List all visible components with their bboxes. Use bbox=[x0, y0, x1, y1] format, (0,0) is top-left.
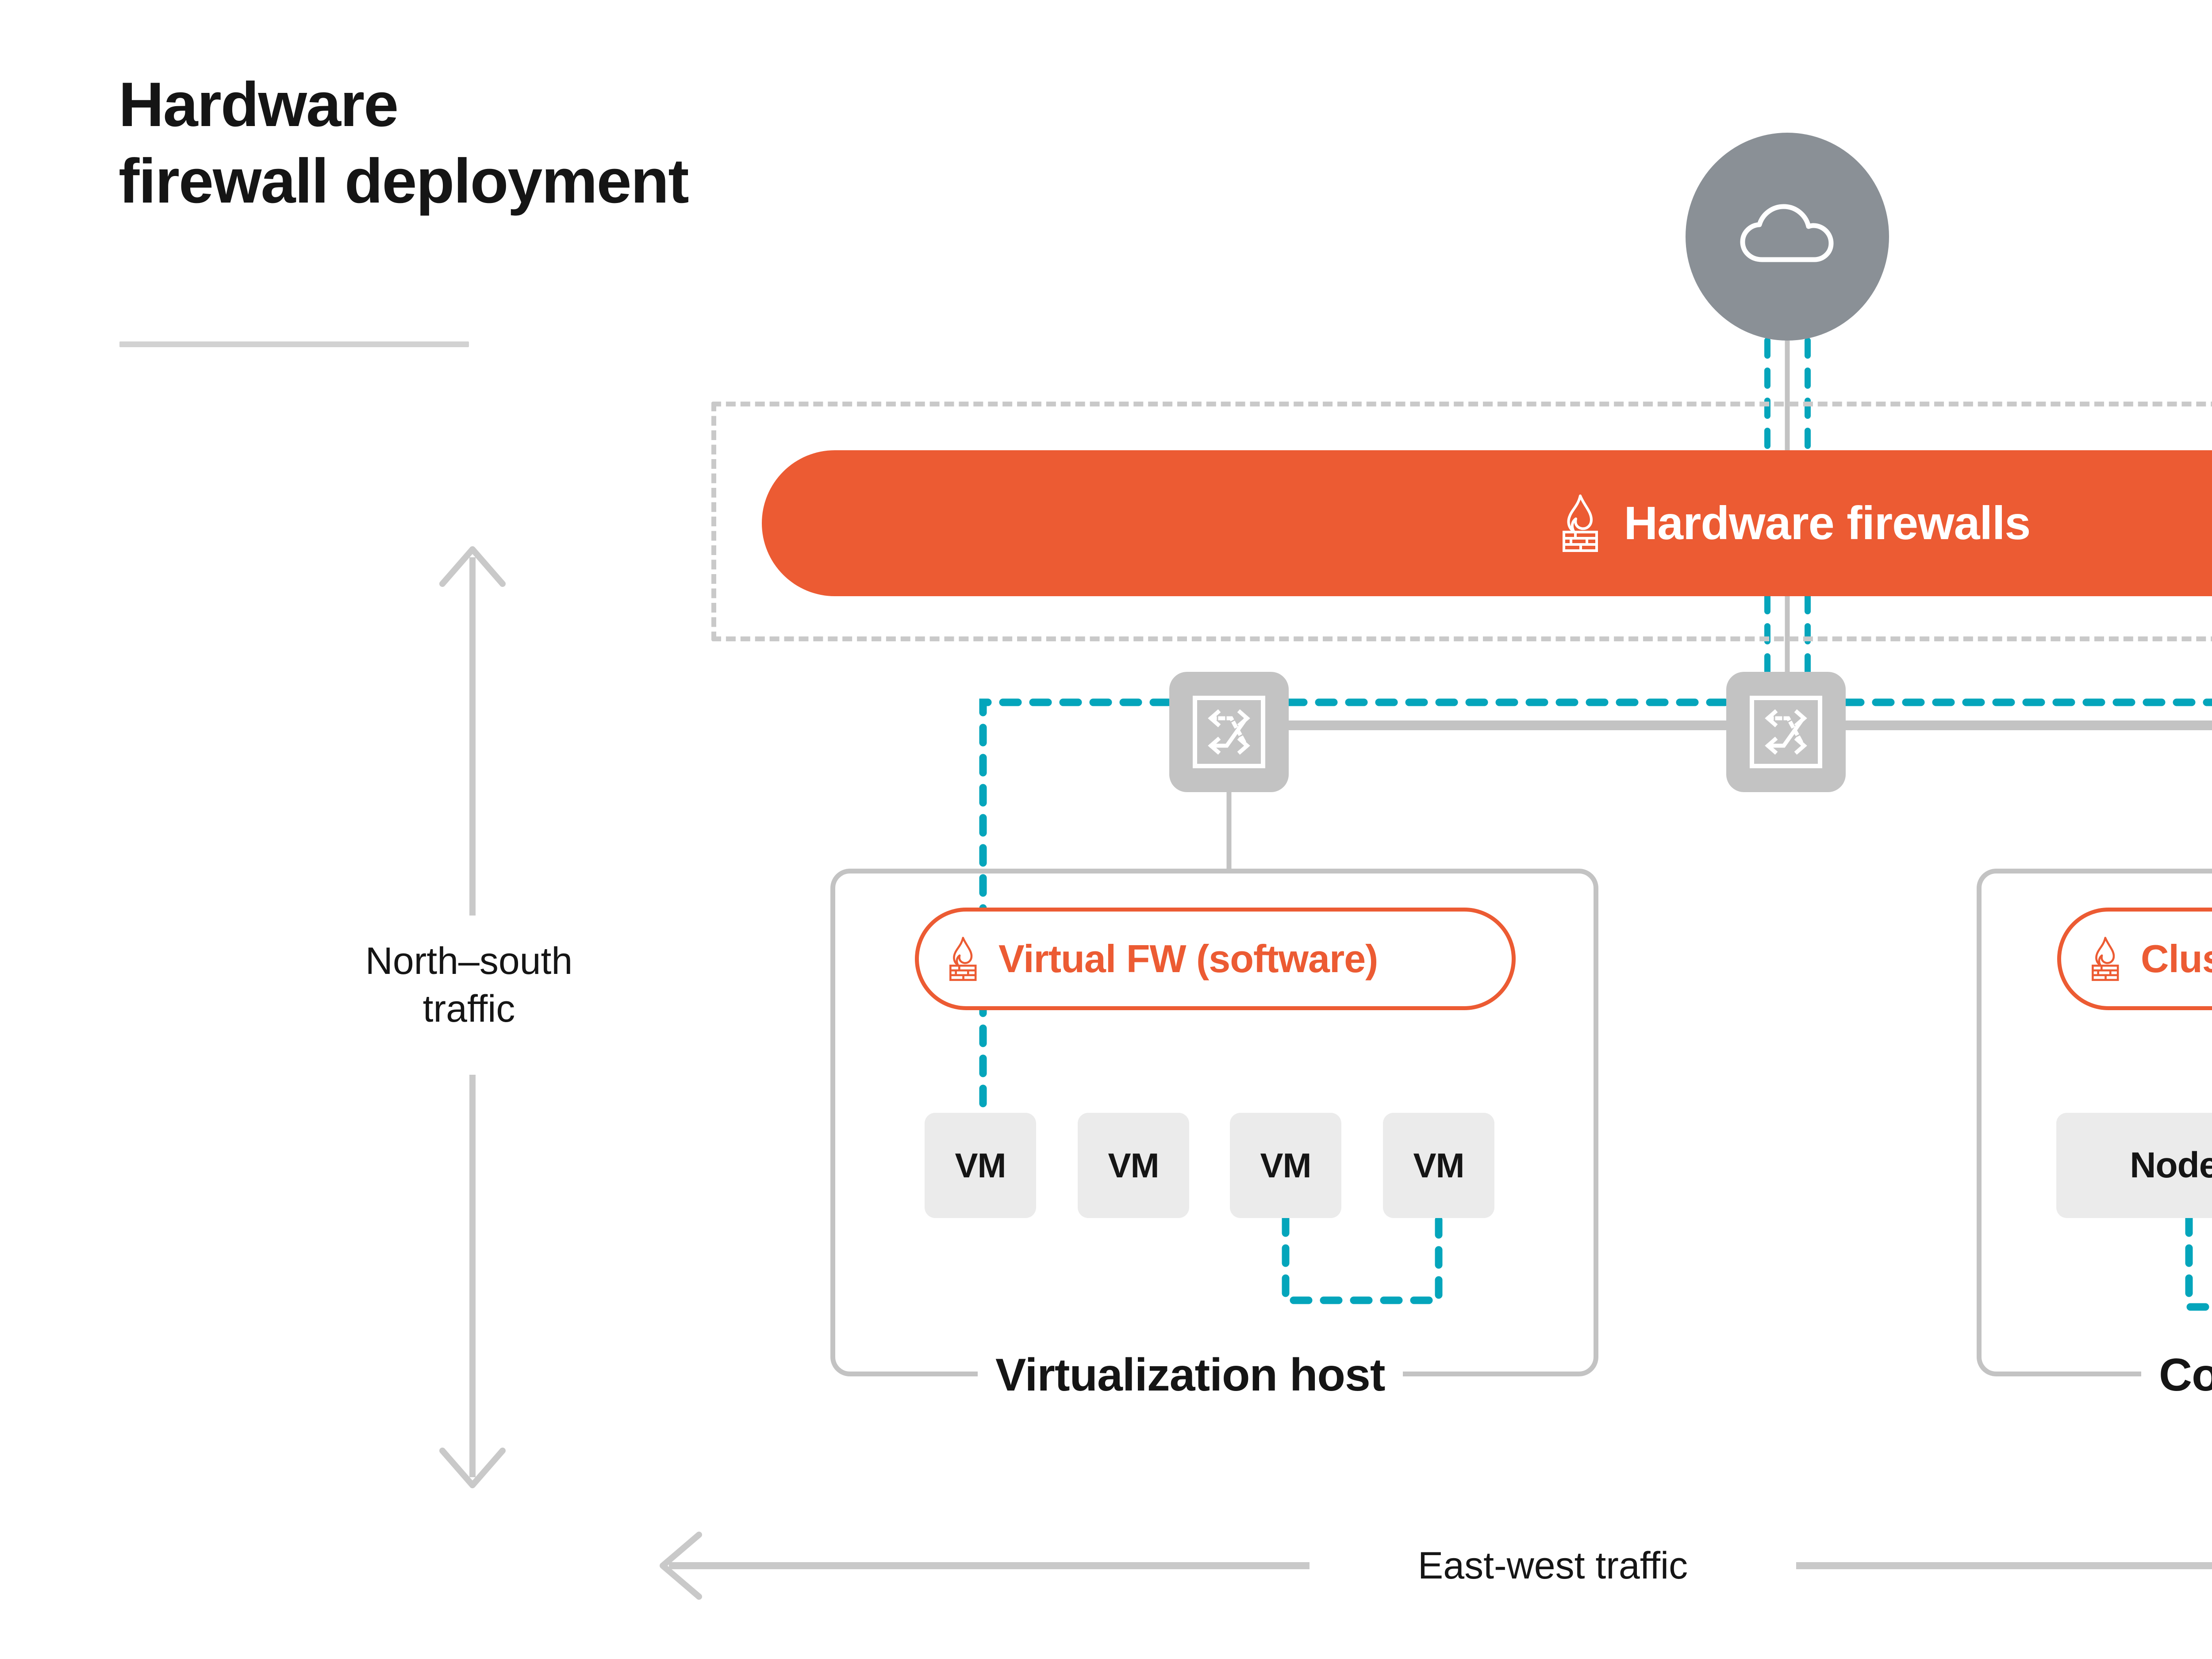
north-south-line-2: traffic bbox=[422, 987, 515, 1030]
virtual-firewall-pill[interactable]: Virtual FW (software) bbox=[915, 908, 1516, 1010]
firewall-flame-icon bbox=[1562, 494, 1598, 552]
firewall-flame-icon bbox=[2092, 937, 2119, 981]
network-switch-icon bbox=[1750, 696, 1822, 768]
vm-box[interactable]: VM bbox=[1078, 1113, 1189, 1218]
east-west-traffic-label: East-west traffic bbox=[1310, 1535, 1796, 1597]
network-edge-boundary bbox=[711, 402, 2212, 641]
cluster-firewall-pill[interactable]: Cluster FW (software) bbox=[2057, 908, 2212, 1010]
firewall-flame-icon bbox=[949, 937, 977, 981]
title-line-1: Hardware bbox=[119, 69, 399, 140]
vm-box[interactable]: VM bbox=[1230, 1113, 1341, 1218]
north-south-traffic-label: North–south traffic bbox=[274, 938, 664, 1033]
north-south-line-1: North–south bbox=[365, 940, 573, 982]
vm-box[interactable]: VM bbox=[925, 1113, 1036, 1218]
virtual-firewall-label: Virtual FW (software) bbox=[998, 937, 1378, 981]
container-host-label: Container host bbox=[2141, 1348, 2212, 1402]
hardware-firewalls-label: Hardware firewalls bbox=[1624, 497, 2031, 549]
node-box[interactable]: Node 1 bbox=[2056, 1113, 2212, 1218]
container-host-box bbox=[1977, 869, 2212, 1376]
cluster-firewall-label: Cluster FW (software) bbox=[2141, 937, 2212, 981]
cloud-icon bbox=[1740, 204, 1834, 262]
vm-box[interactable]: VM bbox=[1383, 1113, 1494, 1218]
virtualization-host-label: Virtualization host bbox=[978, 1348, 1403, 1402]
title-line-2: firewall deployment bbox=[119, 146, 689, 217]
hardware-firewalls-bar[interactable]: Hardware firewalls bbox=[762, 450, 2212, 596]
cloud-node[interactable] bbox=[1686, 133, 1889, 341]
network-switch-mid[interactable] bbox=[1726, 672, 1846, 792]
network-switch-left[interactable] bbox=[1169, 672, 1289, 792]
page-title: Hardware firewall deployment bbox=[119, 66, 1269, 219]
title-divider bbox=[119, 341, 469, 347]
network-switch-icon bbox=[1193, 696, 1265, 768]
